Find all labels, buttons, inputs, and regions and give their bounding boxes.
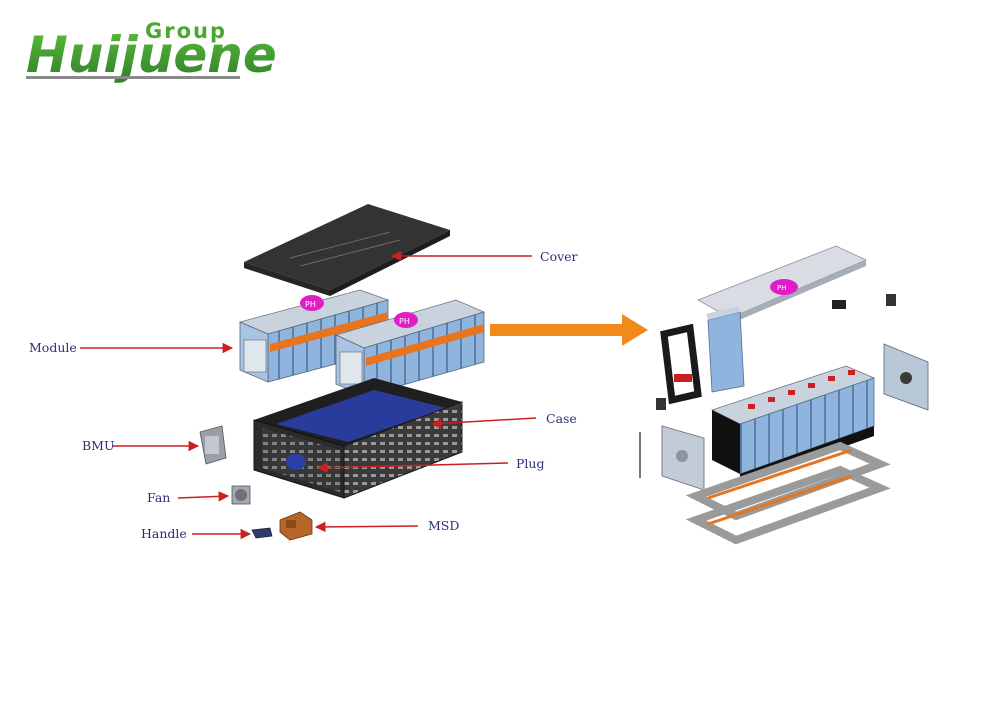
fan-part: [231, 485, 251, 505]
label-fan: Fan: [147, 490, 170, 505]
left-exploded-view: PH PH: [29, 204, 578, 541]
logo-group-text: Group: [145, 19, 227, 43]
right-front-panel: [639, 425, 705, 491]
case-arrow: [430, 417, 537, 429]
label-plug: Plug: [516, 456, 544, 471]
logo-underline: [26, 76, 240, 79]
company-logo: Huijuene Group: [26, 19, 277, 84]
bmu-part: [199, 425, 227, 465]
label-handle: Handle: [141, 526, 187, 541]
right-lid: PH: [697, 245, 867, 324]
leader-arrows: [80, 250, 537, 540]
label-msd: MSD: [428, 518, 459, 533]
right-side-panel: [883, 343, 929, 411]
plug-arrow: [316, 462, 509, 473]
right-lid-badge: PH: [777, 284, 787, 292]
handle-part: [251, 527, 273, 539]
label-bmu: BMU: [82, 438, 115, 453]
right-gasket-frame: [660, 323, 702, 405]
right-exploded-view: PH: [639, 245, 929, 545]
module-1-badge: PH: [305, 300, 316, 309]
right-small-part-2: [886, 294, 896, 306]
right-single-cell: [706, 306, 745, 393]
msd-part: [279, 511, 313, 541]
battery-module-1: PH: [238, 289, 390, 383]
logo-brand-text: Huijuene: [26, 26, 277, 84]
label-cover: Cover: [540, 249, 578, 264]
right-small-part-3: [656, 398, 666, 410]
cover-part: [244, 204, 450, 296]
battery-module-2: PH: [334, 299, 486, 397]
right-base-frames: [685, 441, 891, 545]
label-case: Case: [546, 411, 577, 426]
label-module: Module: [29, 340, 77, 355]
module-2-badge: PH: [399, 317, 410, 326]
msd-arrow: [314, 521, 419, 533]
case-part: [253, 378, 463, 499]
fan-arrow: [177, 491, 230, 502]
right-small-part-1: [832, 300, 846, 309]
transition-arrow: [490, 314, 648, 346]
